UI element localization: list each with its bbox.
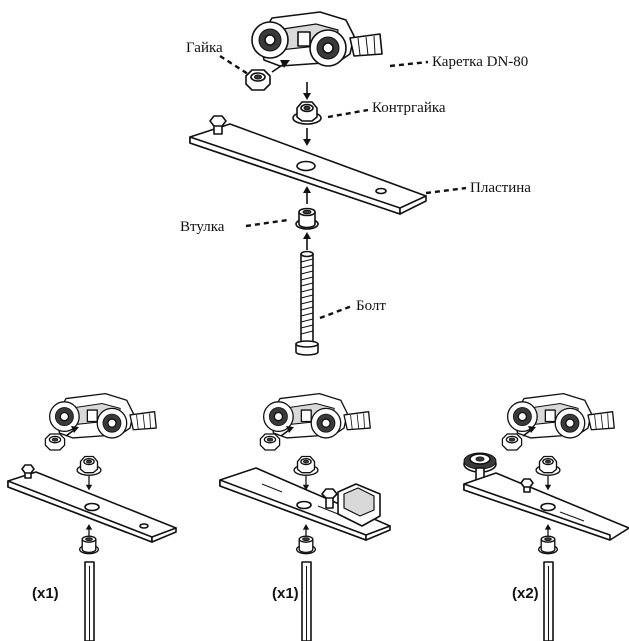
variant-2-assembly: (x1) [219,392,391,641]
variant-1-locknut [76,455,102,476]
variant-2-bushing [295,535,317,555]
locknut-part [292,101,322,125]
label-plate: Пластина [470,180,531,196]
label-carriage: Каретка DN-80 [432,54,528,70]
variant-1-bolt [84,561,95,641]
variant-3-plate [463,472,629,541]
variant-2-locknut [293,455,319,476]
leader-lines [219,54,467,320]
variant-1-bushing [78,535,100,555]
variant-3-nut [501,433,523,451]
nut-part [245,69,271,91]
variant-2-carriage [262,392,371,439]
variant-3-arrow-nut [522,426,536,437]
carriage-dn80 [251,11,383,67]
main-assembly: Гайка Каретка DN-80 Контргайка Пластина … [180,11,531,356]
variant-1-arrow-nut [65,426,79,437]
variant-3-arrow-1 [544,475,552,492]
variant-3-locknut [535,455,561,476]
variant-1-carriage [48,392,157,439]
variant-2-bolt [301,561,312,641]
variant-3-carriage [506,392,615,439]
variant-1-plate [7,464,177,543]
variant-1-quantity: (x1) [32,585,59,602]
label-locknut: Контргайка [372,100,446,116]
arrow-nut [271,60,290,73]
variant-1-nut [44,433,66,451]
arrow-bushing-up [302,185,312,205]
arrow-bolt-up [302,231,312,251]
label-bolt: Болт [356,298,386,314]
arrow-locknut-down [302,127,312,147]
variant-1-assembly: (x1) [7,392,177,641]
variant-1-arrow-1 [85,475,93,492]
variant-3-roller [463,452,497,481]
label-bushing: Втулка [180,219,225,235]
variant-3-bushing [537,535,559,555]
plate-part [189,115,427,215]
variant-3-assembly: (x2) [463,392,629,641]
variant-3-quantity: (x2) [512,585,539,602]
label-nut: Гайка [186,40,223,56]
variant-2-nut [259,433,281,451]
bushing-part [295,207,319,230]
variant-2-plate [219,467,391,541]
bolt-part [295,250,319,356]
variant-2-arrow-nut [280,426,294,437]
variant-3-bolt [543,561,554,641]
arrow-carriage-down [302,81,312,101]
variant-2-quantity: (x1) [272,585,299,602]
